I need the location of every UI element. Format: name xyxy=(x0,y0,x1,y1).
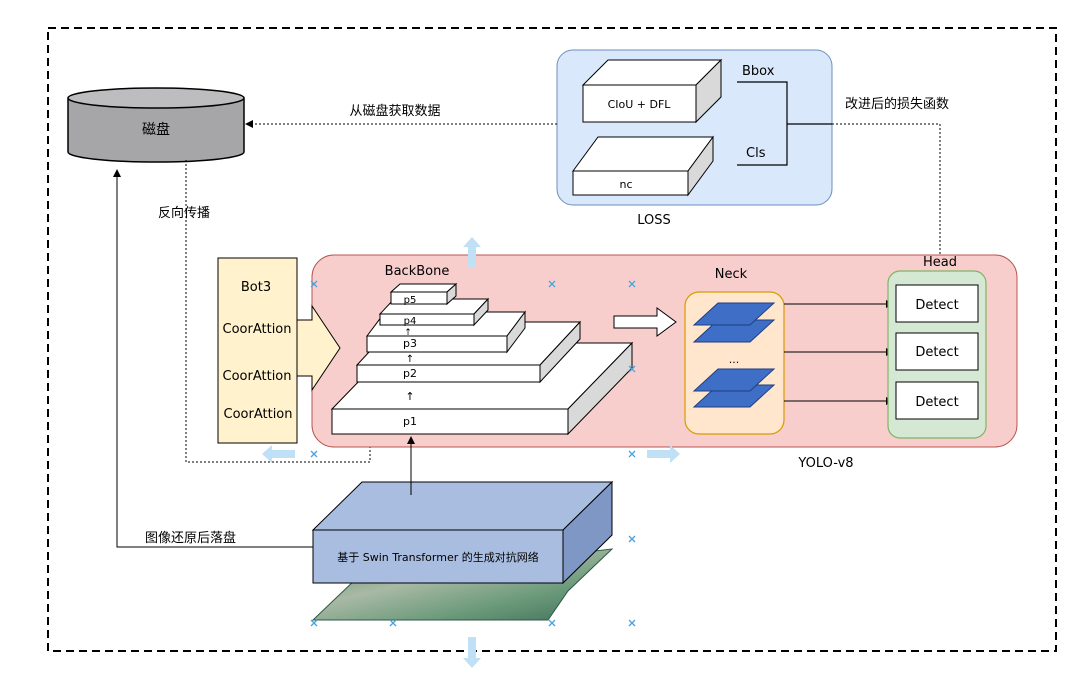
resize-right-arrow xyxy=(647,445,680,463)
loss-panel: CIoU + DFL nc Bbox Cls xyxy=(556,49,833,206)
resize-down-arrow xyxy=(463,637,481,668)
head-title: Head xyxy=(923,255,957,270)
level-arrow: ↑ xyxy=(405,390,414,403)
loss-nc-label: nc xyxy=(619,178,632,191)
resize-up-arrow xyxy=(463,237,481,268)
cls-label: Cls xyxy=(746,146,766,161)
svg-text:Detect: Detect xyxy=(915,345,958,360)
handle-x-mark xyxy=(628,450,636,458)
backbone-level-p5: p5 xyxy=(389,282,458,306)
handle-x-mark xyxy=(628,365,636,373)
resize-left-arrow xyxy=(262,445,295,463)
level-arrow: ↑ xyxy=(404,328,412,338)
handle-x-mark xyxy=(310,280,318,288)
gan-block: 基于 Swin Transformer 的生成对抗网络 xyxy=(311,480,614,585)
neck-layer xyxy=(692,302,776,326)
gan-to-disk-arrow xyxy=(113,169,313,548)
restore-to-disk-label: 图像还原后落盘 xyxy=(145,530,236,546)
head-to-loss-connector xyxy=(832,123,941,258)
selection-handles xyxy=(310,280,636,627)
gan-label: 基于 Swin Transformer 的生成对抗网络 xyxy=(337,550,539,564)
loss-title: LOSS xyxy=(637,213,671,228)
detect-box-3 xyxy=(895,381,979,420)
neck-ellipsis: ... xyxy=(729,353,740,366)
handle-x-mark xyxy=(310,619,318,627)
loss-ciou-box: CIoU + DFL xyxy=(581,58,723,124)
resize-arrows[interactable] xyxy=(262,237,680,668)
detect-box-1 xyxy=(895,284,979,323)
handle-x-mark xyxy=(310,450,318,458)
backbone-pyramid: p1 p2 p3 p4 p5 ↑ xyxy=(330,282,634,436)
neck-layer xyxy=(692,368,776,392)
handle-x-mark xyxy=(628,619,636,627)
backprop-label: 反向传播 xyxy=(158,205,210,221)
handle-x-mark xyxy=(389,619,397,627)
svg-text:Detect: Detect xyxy=(915,395,958,410)
level-arrow: ↑ xyxy=(406,354,414,365)
module-panel: Bot3 CoorAttion CoorAttion CoorAttion xyxy=(217,257,341,444)
loss-ciou-label: CIoU + DFL xyxy=(608,98,672,111)
backprop-connector xyxy=(185,160,371,463)
fetch-from-disk-label: 从磁盘获取数据 xyxy=(349,103,440,119)
disk-cylinder: 磁盘 xyxy=(67,87,245,163)
head-panel: Head Detect Detect Detect xyxy=(887,255,987,439)
svg-text:p4: p4 xyxy=(404,316,417,327)
backbone-title: BackBone xyxy=(385,264,450,279)
module-item-4: CoorAttion xyxy=(224,407,293,422)
neck-panel: ... xyxy=(684,291,785,435)
outer-frame xyxy=(47,27,1057,652)
handle-x-mark xyxy=(628,280,636,288)
svg-text:p5: p5 xyxy=(404,295,417,306)
handle-x-mark xyxy=(548,619,556,627)
bbox-label: Bbox xyxy=(742,64,775,79)
neck-title: Neck xyxy=(715,267,748,282)
detect-box-2 xyxy=(895,332,979,371)
handle-x-mark xyxy=(628,535,636,543)
svg-text:p2: p2 xyxy=(403,367,417,380)
yolo-label: YOLO-v8 xyxy=(797,456,853,471)
improved-loss-label: 改进后的损失函数 xyxy=(845,96,949,112)
handle-x-mark xyxy=(548,280,556,288)
svg-text:p3: p3 xyxy=(403,337,417,350)
loss-nc-box: nc xyxy=(572,135,714,197)
backbone-to-neck-arrow xyxy=(613,307,677,337)
module-item-3: CoorAttion xyxy=(223,369,292,384)
svg-text:Detect: Detect xyxy=(915,298,958,313)
svg-text:p1: p1 xyxy=(403,415,417,428)
module-item-2: CoorAttion xyxy=(223,322,292,337)
disk-label: 磁盘 xyxy=(142,121,170,138)
module-item-1: Bot3 xyxy=(241,280,271,295)
